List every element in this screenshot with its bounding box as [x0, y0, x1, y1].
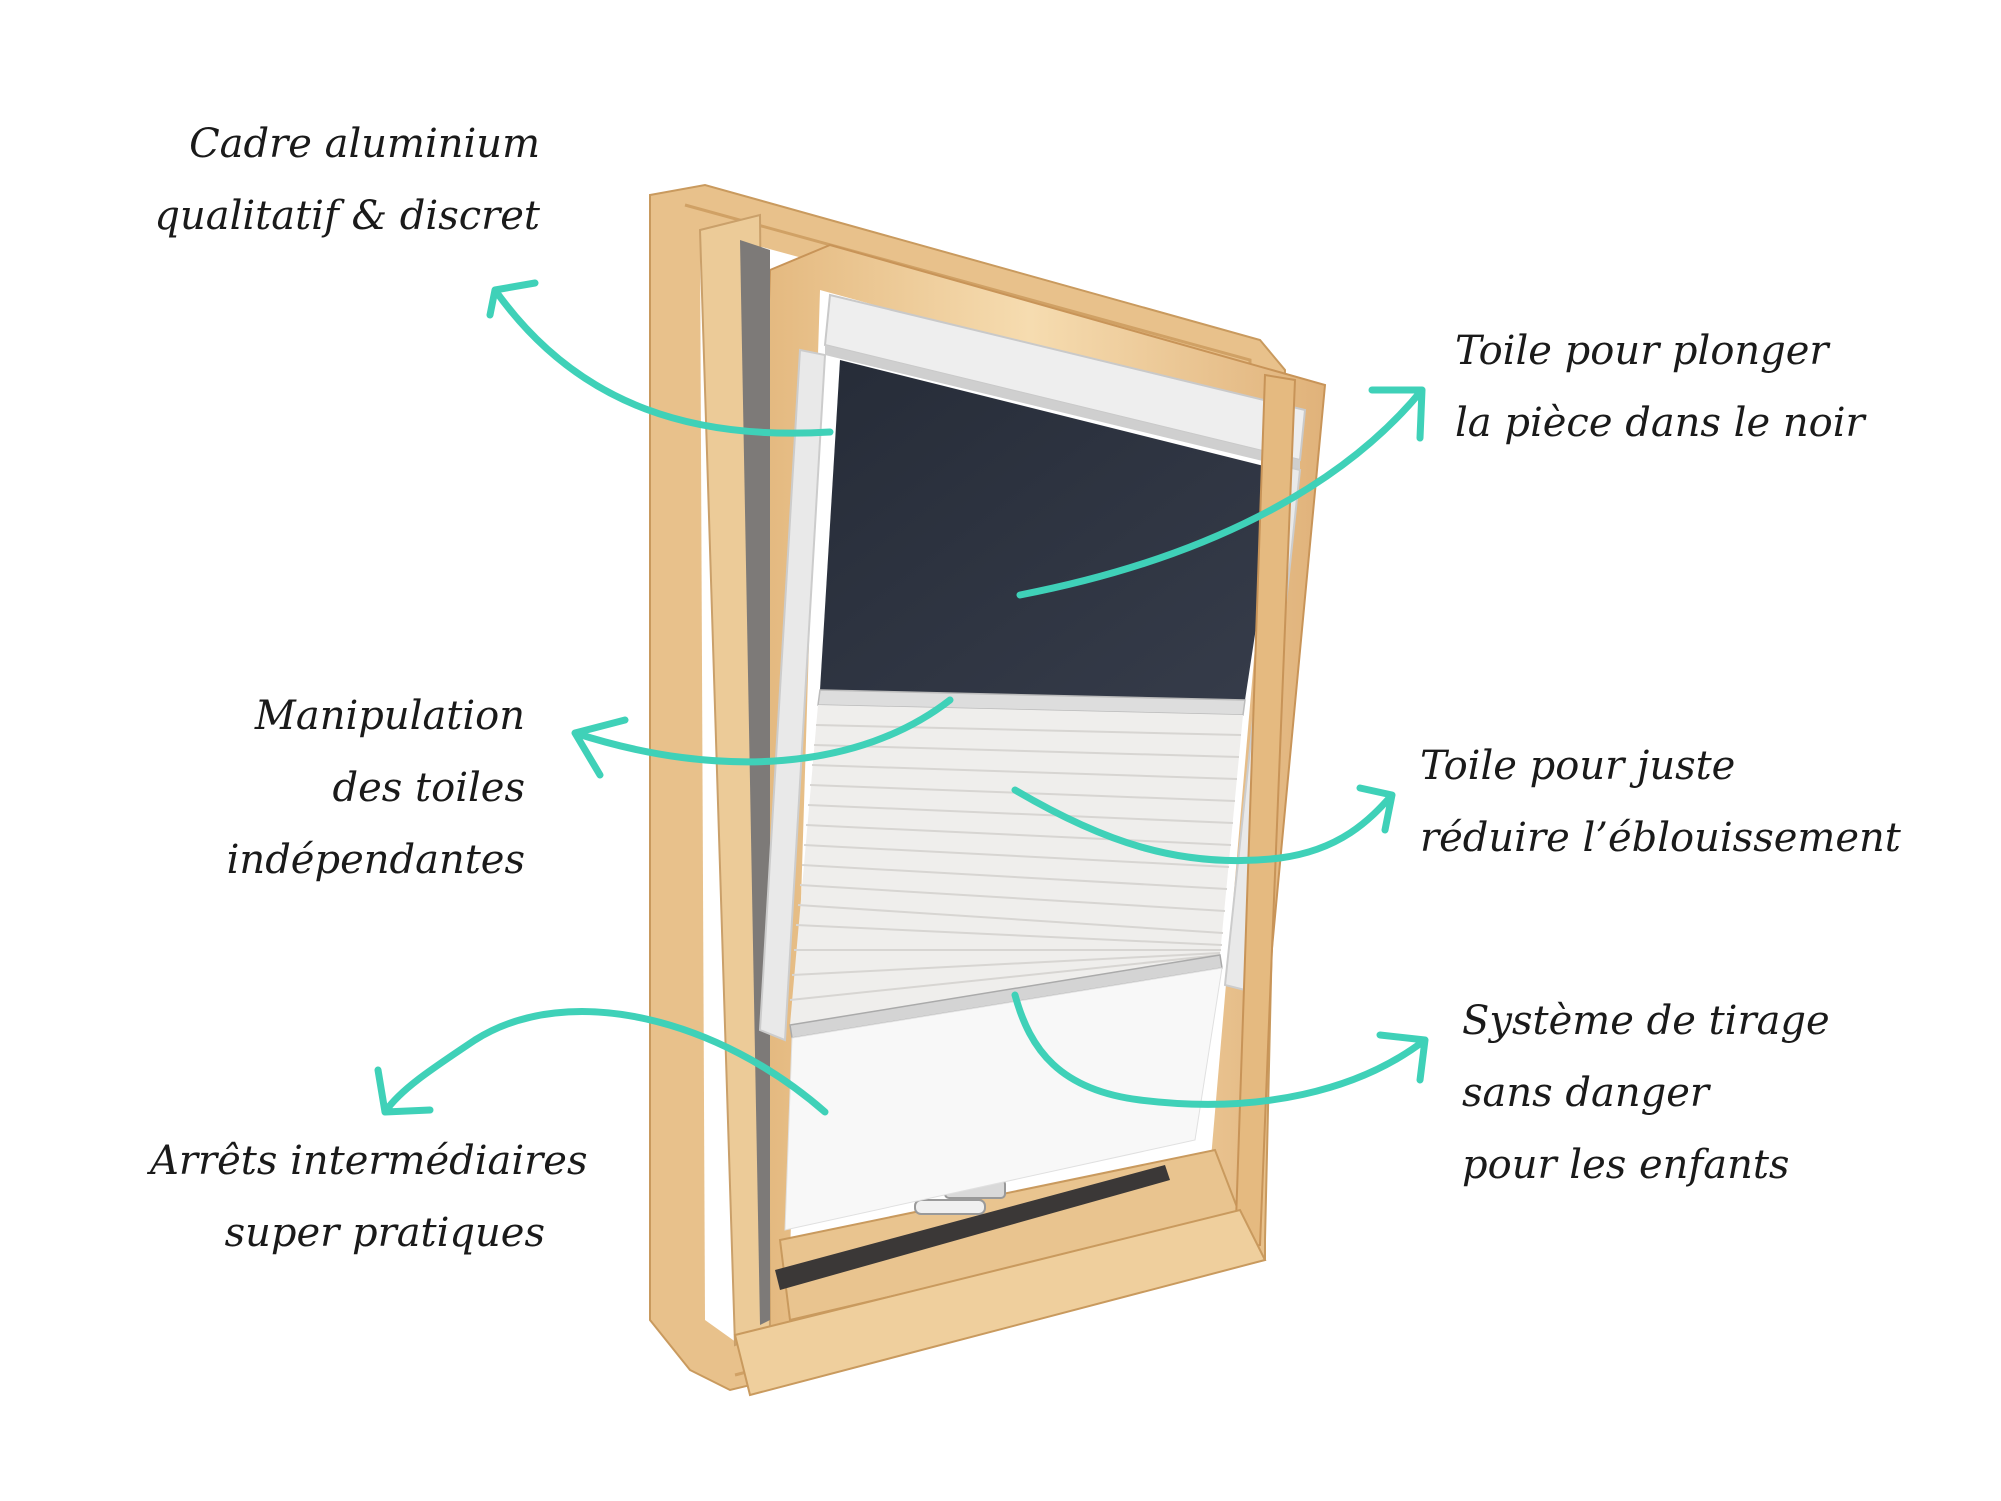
inner-left-shadow [740, 240, 770, 1325]
annotation-line: Arrêts intermédiaires [150, 1138, 588, 1184]
annotation-line: qualitatif & discret [154, 193, 540, 239]
annotation-line: Toile pour juste [1420, 743, 1736, 789]
annotation-cadre: Cadre aluminium qualitatif & discret [150, 108, 540, 252]
annotation-line: réduire l’éblouissement [1420, 815, 1901, 861]
arrow-toile-eblouissement [1011, 784, 1396, 865]
annotation-line: sans danger [1462, 1070, 1709, 1116]
outer-bottom-rail [733, 1208, 1267, 1397]
pleated-fabric [789, 705, 1243, 1039]
arrow-toile-noir [1016, 386, 1426, 599]
left-side-rail [758, 348, 827, 1042]
annotation-line: Cadre aluminium [189, 121, 540, 167]
annotation-arrows [374, 279, 1429, 1116]
annotation-manipulation: Manipulation des toiles indépendantes [200, 680, 525, 896]
blackout-fabric [820, 360, 1280, 700]
annotation-line: Toile pour plonger [1455, 328, 1829, 374]
annotation-line: super pratiques [224, 1210, 545, 1256]
outer-right-post [1233, 373, 1297, 1252]
annotation-toile-noir: Toile pour plonger la pièce dans le noir [1455, 315, 1975, 459]
annotation-toile-eblouissement: Toile pour juste réduire l’éblouissement [1420, 730, 1980, 874]
annotation-line: des toiles [332, 765, 525, 811]
arrow-cadre [486, 279, 834, 437]
arrow-tirage [1011, 991, 1429, 1108]
annotation-line: Manipulation [254, 693, 525, 739]
window-glass [784, 967, 1223, 1231]
annotation-arrets: Arrêts intermédiaires super pratiques [150, 1125, 588, 1269]
arrow-arrets [374, 1008, 829, 1116]
arrow-manipulation [571, 696, 954, 779]
annotation-line: indépendantes [226, 837, 525, 883]
annotation-line: pour les enfants [1462, 1142, 1790, 1188]
annotation-line: Système de tirage [1462, 998, 1830, 1044]
annotation-line: la pièce dans le noir [1455, 400, 1865, 446]
annotation-tirage: Système de tirage sans danger pour les e… [1462, 985, 1962, 1201]
blind-cassette [823, 293, 1307, 470]
